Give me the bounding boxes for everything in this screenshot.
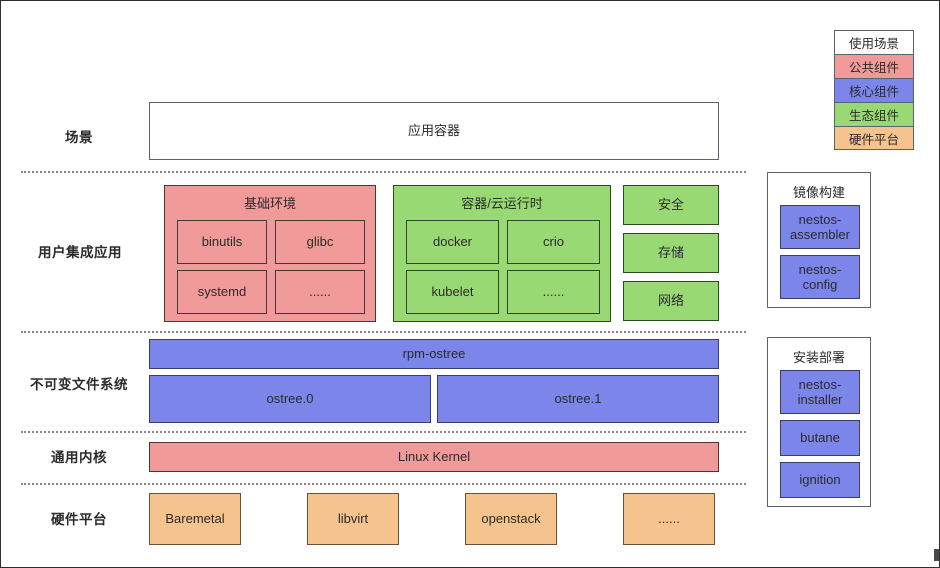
box-baremetal[interactable]: Baremetal — [149, 493, 241, 545]
scrollbar-mark[interactable] — [934, 549, 939, 561]
legend-item-core: 核心组件 — [834, 78, 914, 102]
box-nestos-assembler[interactable]: nestos- assembler — [780, 205, 860, 249]
separator-1 — [21, 171, 746, 173]
box-butane[interactable]: butane — [780, 420, 860, 456]
box-ostree-0[interactable]: ostree.0 — [149, 375, 431, 423]
box-docker[interactable]: docker — [406, 220, 499, 264]
box-crio[interactable]: crio — [507, 220, 600, 264]
scenario-app-container-box[interactable]: 应用容器 — [149, 102, 719, 160]
box-security[interactable]: 安全 — [623, 185, 719, 225]
panel-image-build-title: 镜像构建 — [792, 185, 845, 200]
box-libvirt[interactable]: libvirt — [307, 493, 399, 545]
legend-item-hardware: 硬件平台 — [834, 126, 914, 150]
panel-image-build: 镜像构建 nestos- assembler nestos- config — [767, 172, 871, 308]
box-binutils[interactable]: binutils — [177, 220, 267, 264]
row-label-user-apps: 用户集成应用 — [38, 245, 122, 260]
box-hardware-more[interactable]: ...... — [623, 493, 715, 545]
box-openstack[interactable]: openstack — [465, 493, 557, 545]
box-ignition[interactable]: ignition — [780, 462, 860, 498]
box-rpm-ostree[interactable]: rpm-ostree — [149, 339, 719, 369]
box-nestos-config[interactable]: nestos- config — [780, 255, 860, 299]
row-label-kernel: 通用内核 — [51, 450, 107, 465]
separator-2 — [21, 331, 746, 333]
box-kubelet[interactable]: kubelet — [406, 270, 499, 314]
box-systemd[interactable]: systemd — [177, 270, 267, 314]
box-network[interactable]: 网络 — [623, 281, 719, 321]
panel-install-deploy: 安装部署 nestos- installer butane ignition — [767, 337, 871, 507]
box-ostree-1[interactable]: ostree.1 — [437, 375, 719, 423]
box-base-more[interactable]: ...... — [275, 270, 365, 314]
separator-4 — [21, 483, 746, 485]
separator-3 — [21, 431, 746, 433]
group-base-environment: 基础环境 binutils glibc systemd ...... — [164, 185, 376, 322]
box-nestos-installer[interactable]: nestos- installer — [780, 370, 860, 414]
legend-item-ecosystem: 生态组件 — [834, 102, 914, 126]
legend-title: 使用场景 — [834, 30, 914, 54]
box-runtime-more[interactable]: ...... — [507, 270, 600, 314]
group-base-environment-title: 基础环境 — [243, 196, 296, 211]
box-glibc[interactable]: glibc — [275, 220, 365, 264]
group-container-cloud-runtime: 容器/云运行时 docker crio kubelet ...... — [393, 185, 611, 322]
box-storage[interactable]: 存储 — [623, 233, 719, 273]
legend-item-public: 公共组件 — [834, 54, 914, 78]
panel-install-deploy-title: 安装部署 — [792, 350, 845, 365]
row-label-hardware: 硬件平台 — [51, 512, 107, 527]
legend: 使用场景 公共组件 核心组件 生态组件 硬件平台 — [834, 30, 914, 150]
row-label-filesystem: 不可变文件系统 — [30, 377, 128, 392]
group-container-cloud-runtime-title: 容器/云运行时 — [461, 196, 543, 211]
row-label-scenario: 场景 — [65, 130, 93, 145]
box-linux-kernel[interactable]: Linux Kernel — [149, 442, 719, 472]
